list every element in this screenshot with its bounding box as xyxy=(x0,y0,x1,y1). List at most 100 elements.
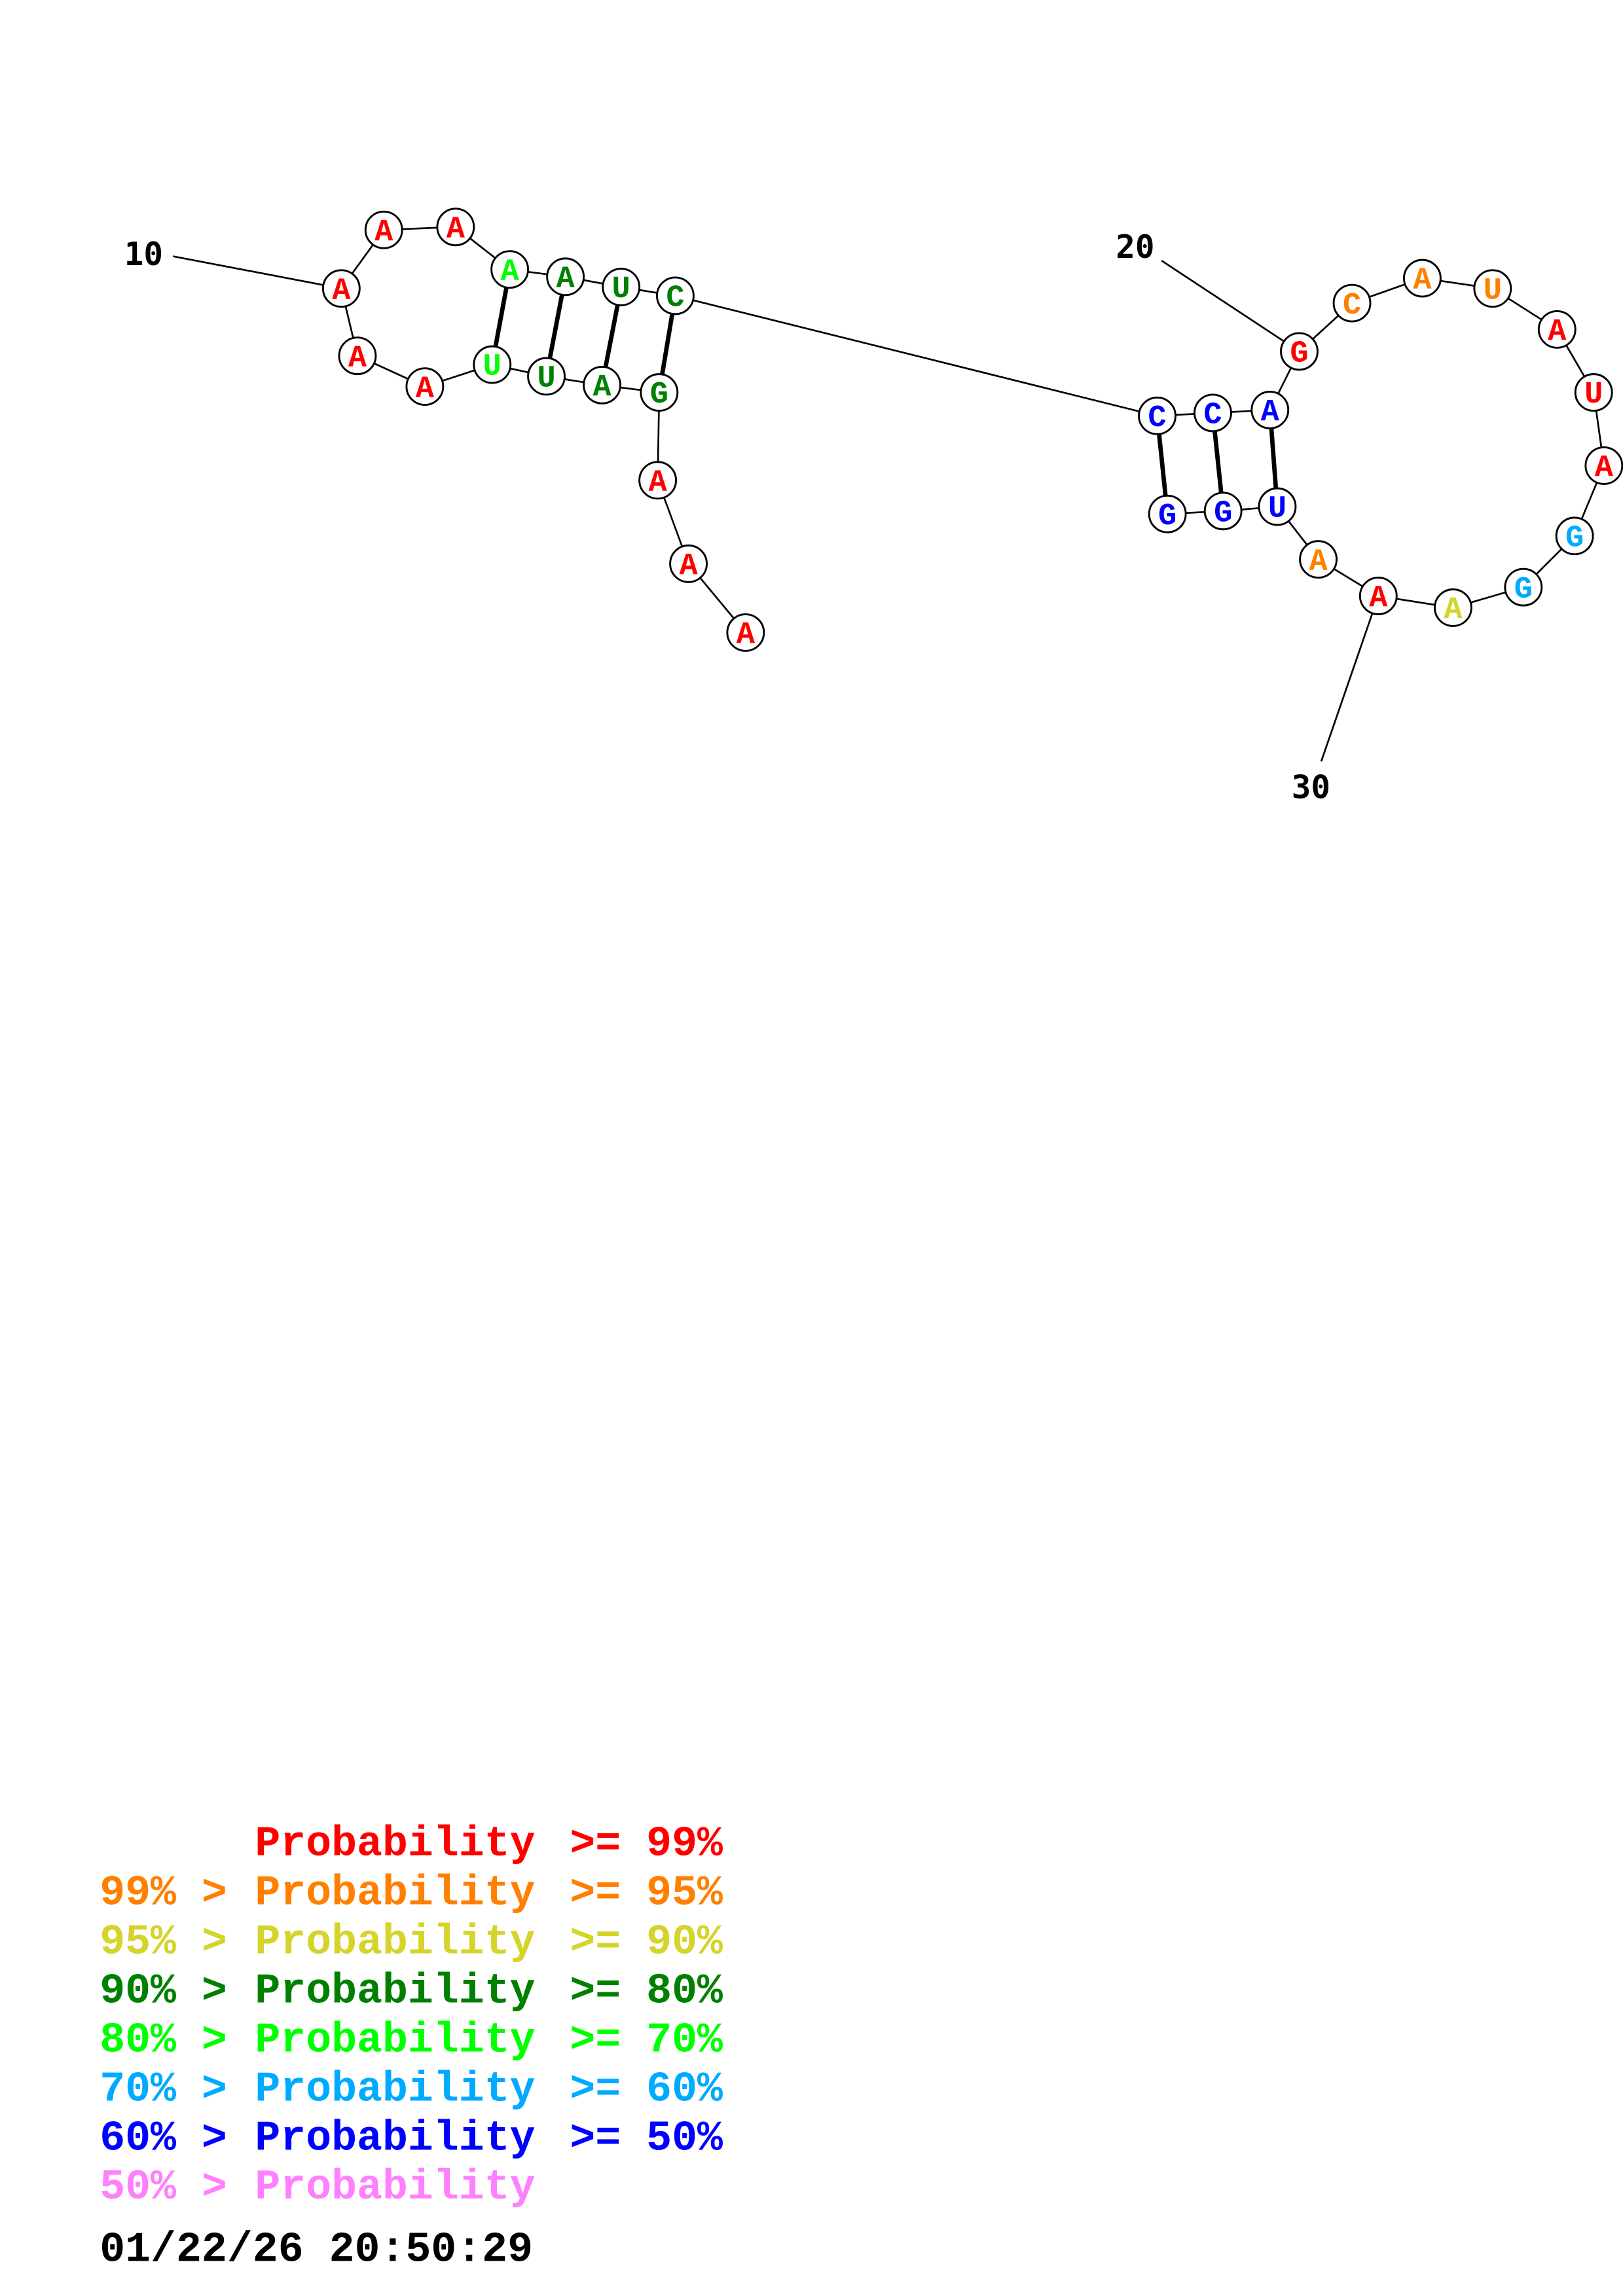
nucleotide-circle xyxy=(669,544,708,583)
nucleotide-circle xyxy=(546,257,585,296)
nucleotide-base: A xyxy=(1548,315,1567,350)
nucleotide-node: G xyxy=(1148,494,1187,534)
legend-label: Probability xyxy=(255,2017,535,2064)
nucleotide-node: U xyxy=(1258,487,1297,527)
nucleotide-circle xyxy=(1504,567,1543,607)
legend-label: Probability xyxy=(255,1918,535,1966)
nucleotide-circle xyxy=(1473,269,1512,308)
legend-suffix: >= 70% xyxy=(570,2017,723,2064)
nucleotide-node: A xyxy=(1537,310,1577,350)
nucleotide-base: U xyxy=(537,362,555,397)
nucleotide-circle xyxy=(1555,516,1594,556)
legend-row: 99% >Probability>= 95% xyxy=(100,1870,723,1918)
nucleotide-circle xyxy=(473,345,512,384)
legend-suffix: >= 99% xyxy=(570,1821,723,1869)
nucleotide-base: A xyxy=(374,215,393,250)
nucleotide-node: C xyxy=(656,276,695,316)
legend-suffix: >= 60% xyxy=(570,2066,723,2113)
nucleotide-node: A xyxy=(405,367,445,406)
nucleotide-node: A xyxy=(321,269,361,308)
probability-legend: Probability>= 99%99% >Probability>= 95%9… xyxy=(100,1821,723,2212)
legend-label: Probability xyxy=(255,2164,535,2212)
legend-row: 70% > Probability >= 60% xyxy=(100,2066,723,2113)
nucleotide-node: A xyxy=(1403,259,1442,298)
nucleotide-node: G xyxy=(1280,332,1319,372)
nucleotide-base: A xyxy=(1444,593,1463,628)
legend-prefix: 50% > xyxy=(100,2164,227,2212)
legend-label: Probability xyxy=(255,1821,535,1869)
nucleotide-base: A xyxy=(556,262,575,297)
nucleotide-node: A xyxy=(1433,588,1472,628)
nucleotide-circle xyxy=(1537,310,1577,349)
nucleotide-node: A xyxy=(1359,577,1398,616)
position-label-pointer xyxy=(1320,596,1379,762)
nucleotide-node: A xyxy=(364,210,403,250)
legend-prefix: 70% > xyxy=(100,2066,227,2113)
nucleotide-base: A xyxy=(648,465,667,500)
nucleotide-node: A xyxy=(583,365,621,405)
nucleotide-circle xyxy=(1332,283,1372,323)
nucleotide-node: A xyxy=(436,207,475,247)
nucleotide-node: C xyxy=(1138,396,1176,436)
nucleotide-node: A xyxy=(1299,540,1338,579)
nucleotide-node: G xyxy=(1504,567,1543,607)
position-label-pointer xyxy=(172,255,342,290)
nucleotide-node: U xyxy=(527,357,566,397)
nucleotide-circle xyxy=(1359,577,1398,615)
position-label-pointer xyxy=(1161,260,1300,353)
nucleotide-base: G xyxy=(1158,499,1176,534)
legend-prefix: 95% > xyxy=(100,1918,227,1966)
nucleotide-base: A xyxy=(1369,581,1388,616)
nucleotide-base: C xyxy=(1148,401,1166,436)
nucleotide-base: A xyxy=(1595,451,1614,486)
legend-label: Probability xyxy=(255,1967,535,2015)
nucleotide-base: A xyxy=(737,618,756,653)
nucleotide-node: A xyxy=(1250,391,1290,430)
nucleotide-circle xyxy=(1250,391,1290,429)
nucleotide-node: A xyxy=(490,250,530,289)
nucleotide-base: A xyxy=(1309,545,1328,579)
nucleotide-circle xyxy=(1203,492,1243,531)
nucleotide-base: A xyxy=(501,255,520,289)
legend-prefix: 60% > xyxy=(100,2115,227,2162)
nucleotide-base: U xyxy=(612,272,630,307)
legend-prefix: 99% > xyxy=(100,1870,227,1918)
nucleotide-node: U xyxy=(1473,269,1512,308)
nucleotide-circle xyxy=(1258,487,1297,526)
legend-label: Probability xyxy=(255,2066,535,2113)
nucleotide-circle xyxy=(405,367,445,406)
nucleotide-circle xyxy=(602,268,641,306)
legend-label: Probability xyxy=(255,2115,535,2162)
nucleotide-node: U xyxy=(602,268,641,307)
nucleotide-node: A xyxy=(1584,446,1623,486)
nucleotide-node: G xyxy=(1555,516,1594,556)
nucleotide-node: A xyxy=(546,257,585,297)
nucleotide-circle xyxy=(490,250,530,289)
nucleotide-base: U xyxy=(1268,492,1286,527)
nucleotide-circle xyxy=(1584,446,1623,485)
nucleotide-circle xyxy=(1148,494,1187,533)
nucleotide-base: U xyxy=(1484,274,1502,308)
nucleotide-node: A xyxy=(338,336,377,376)
nucleotide-circle xyxy=(364,210,403,249)
nucleotide-base: A xyxy=(416,372,435,406)
nucleotide-circle xyxy=(638,461,678,500)
nucleotide-node: A xyxy=(669,544,708,584)
nucleotide-circle xyxy=(1433,588,1472,627)
nucleotide-circle xyxy=(726,613,765,652)
legend-suffix: >= 95% xyxy=(570,1870,723,1918)
nucleotide-circle xyxy=(583,365,621,404)
nucleotide-base: G xyxy=(1514,573,1533,607)
nucleotide-base: U xyxy=(483,350,501,385)
nucleotide-circle xyxy=(338,336,377,376)
nucleotide-base: G xyxy=(1214,496,1232,531)
nucleotide-circle xyxy=(321,269,361,308)
timestamp: 01/22/26 20:50:29 xyxy=(100,2226,533,2274)
nucleotide-circle xyxy=(527,357,566,396)
legend-row: 90% >Probability>= 80% xyxy=(100,1967,723,2015)
nucleotide-base: A xyxy=(1261,395,1280,430)
nucleotide-node: U xyxy=(473,345,512,385)
